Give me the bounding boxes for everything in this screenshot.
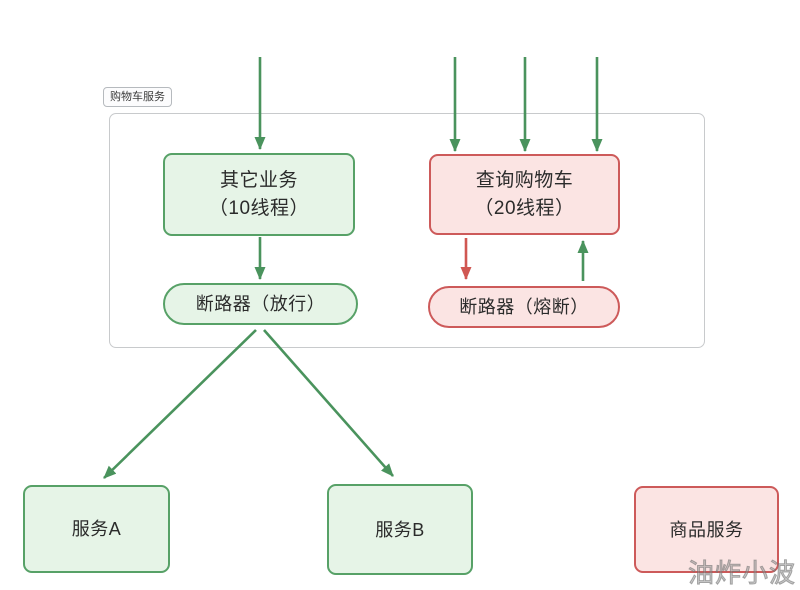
node-service-b-label: 服务B: [375, 519, 425, 540]
node-circuit-breaker-fused: 断路器（熔断）: [428, 286, 620, 328]
node-product-service: 商品服务: [634, 486, 779, 573]
node-query-cart-line2: （20线程）: [474, 197, 575, 219]
cart-service-group-label: 购物车服务: [103, 87, 172, 107]
node-other-business-line2: （10线程）: [208, 197, 310, 219]
node-service-a: 服务A: [23, 485, 170, 573]
node-service-b: 服务B: [327, 484, 473, 575]
node-other-business: 其它业务 （10线程）: [163, 153, 355, 236]
node-service-a-label: 服务A: [71, 519, 122, 539]
node-query-cart: 查询购物车 （20线程）: [429, 154, 620, 235]
node-circuit-breaker-pass: 断路器（放行）: [163, 283, 358, 325]
edge-arrow: [103, 329, 257, 479]
node-product-service-label: 商品服务: [669, 519, 744, 540]
node-circuit-breaker-pass-label: 断路器（放行）: [195, 294, 326, 314]
edge-arrow: [263, 329, 394, 477]
node-circuit-breaker-fused-label: 断路器（熔断）: [459, 297, 589, 317]
watermark: 油炸小波: [687, 558, 797, 589]
node-other-business-line1: 其它业务: [219, 169, 298, 191]
node-query-cart-line1: 查询购物车: [475, 169, 574, 191]
